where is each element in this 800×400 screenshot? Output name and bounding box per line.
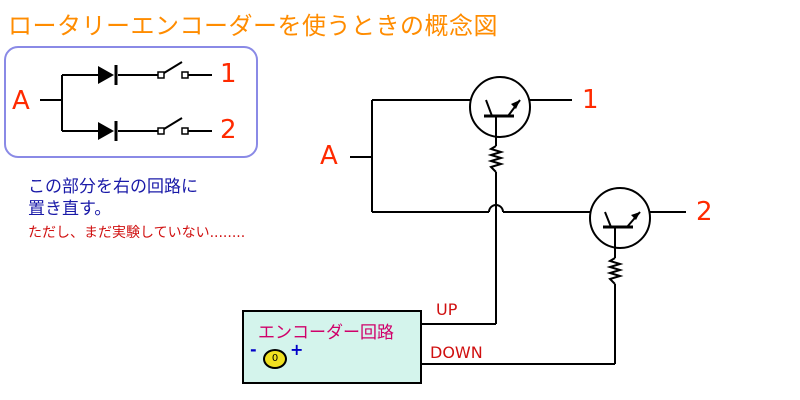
resistor-2-icon [606,257,624,285]
encoder-circuit-box [242,310,422,384]
description-line-1: この部分を右の回路に [28,177,198,197]
circuit-input-label: A [320,141,338,171]
switch-2-icon [157,117,189,135]
encoder-knob-icon: 0 [263,349,287,369]
plus-symbol: + [290,340,304,359]
circuit-output-1-label: 1 [582,85,599,115]
diode-2-icon [98,121,118,141]
switch-1-icon [157,61,189,79]
inset-input-label: A [12,86,30,116]
inset-box [4,46,258,158]
diode-1-icon [98,65,118,85]
inset-output-1-label: 1 [220,59,237,89]
description-note: ただし、まだ実験していない........ [28,225,246,241]
inset-output-2-label: 2 [220,115,237,145]
description-line-2: 置き直す。 [28,199,112,219]
transistor-2-icon [589,187,651,249]
resistor-1-icon [487,145,505,173]
diagram-title: ロータリーエンコーダーを使うときの概念図 [8,12,498,40]
up-signal-label: UP [436,300,458,319]
minus-symbol: - [250,340,257,359]
main-wiring [350,99,686,365]
transistor-1-icon [469,76,531,138]
inset-circuit [40,74,212,132]
down-signal-label: DOWN [430,343,483,362]
encoder-circuit-label: エンコーダー回路 [258,323,394,343]
circuit-output-2-label: 2 [696,197,713,227]
